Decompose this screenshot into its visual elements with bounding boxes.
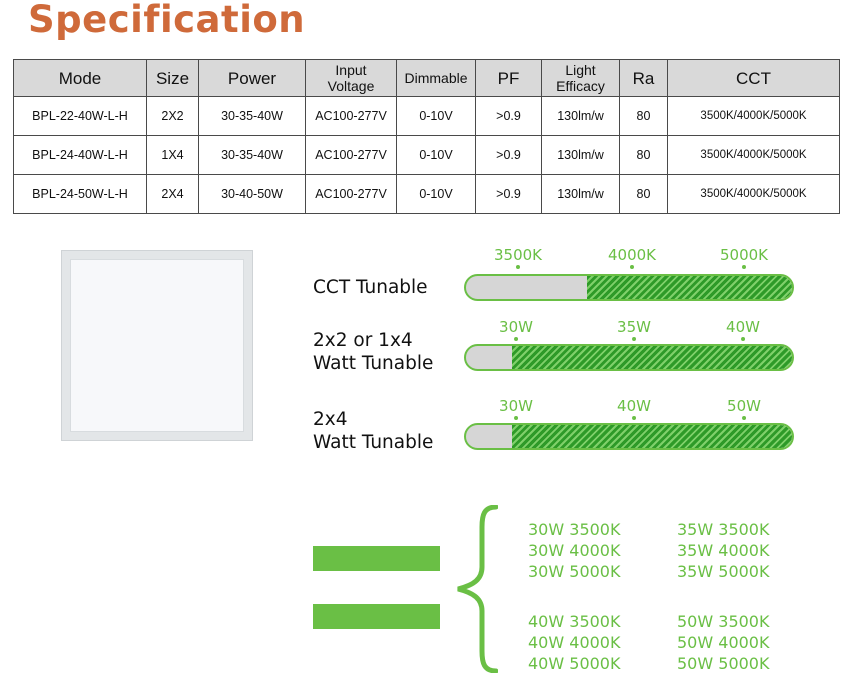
header-light-efficacy: Light Efficacy	[541, 59, 620, 97]
cell-mode: BPL-24-40W-L-H	[13, 135, 147, 175]
bar-fill	[586, 276, 792, 299]
header-dimmable: Dimmable	[396, 59, 476, 97]
combo-item: 35W 3500K	[677, 520, 770, 539]
header-pf: PF	[475, 59, 542, 97]
cell-dimmable: 0-10V	[396, 174, 476, 214]
cell-size: 1X4	[146, 135, 199, 175]
combo-list-50w: 50W 3500K 50W 4000K 50W 5000K	[677, 611, 769, 674]
label-cct-tunable: CCT Tunable	[313, 276, 428, 299]
combo-item: 35W 5000K	[677, 562, 770, 581]
bar-fill	[511, 346, 792, 369]
combo-list-40w: 40W 3500K 40W 4000K 40W 5000K	[528, 611, 620, 674]
label-line: Watt Tunable	[313, 353, 434, 374]
cell-pf: >0.9	[475, 135, 542, 175]
cell-input-voltage: AC100-277V	[305, 135, 397, 175]
cell-ra: 80	[619, 135, 668, 175]
cell-input-voltage: AC100-277V	[305, 96, 397, 136]
equals-bar-bottom	[313, 604, 440, 629]
cell-mode: BPL-22-40W-L-H	[13, 96, 147, 136]
cell-cct: 3500K/4000K/5000K	[667, 96, 840, 136]
cell-mode: BPL-24-50W-L-H	[13, 174, 147, 214]
tick: 30W	[499, 397, 533, 420]
table-row: BPL-24-40W-L-H 1X4 30-35-40W AC100-277V …	[13, 135, 840, 175]
cct-bar	[464, 274, 794, 301]
cell-pf: >0.9	[475, 96, 542, 136]
cell-dimmable: 0-10V	[396, 135, 476, 175]
tick: 40W	[617, 397, 651, 420]
bar-fill	[511, 425, 792, 448]
combo-item: 40W 3500K	[528, 612, 621, 631]
header-input-voltage: Input Voltage	[305, 59, 397, 97]
tick: 40W	[726, 318, 760, 341]
combo-item: 30W 4000K	[528, 541, 621, 560]
label-line: CCT Tunable	[313, 277, 428, 298]
header-power: Power	[198, 59, 306, 97]
combo-item: 50W 5000K	[677, 654, 770, 673]
led-panel-image	[61, 250, 253, 441]
combo-item: 35W 4000K	[677, 541, 770, 560]
cell-light-efficacy: 130lm/w	[541, 96, 620, 136]
cell-light-efficacy: 130lm/w	[541, 174, 620, 214]
watt-bar	[464, 423, 794, 450]
cell-ra: 80	[619, 96, 668, 136]
table-row: BPL-24-50W-L-H 2X4 30-40-50W AC100-277V …	[13, 174, 840, 214]
cell-power: 30-35-40W	[198, 135, 306, 175]
table-row: BPL-22-40W-L-H 2X2 30-35-40W AC100-277V …	[13, 96, 840, 136]
combo-item: 40W 5000K	[528, 654, 621, 673]
label-line: Watt Tunable	[313, 432, 434, 453]
watt-bar	[464, 344, 794, 371]
tick: 50W	[727, 397, 761, 420]
cell-light-efficacy: 130lm/w	[541, 135, 620, 175]
cell-pf: >0.9	[475, 174, 542, 214]
header-mode: Mode	[13, 59, 147, 97]
tick: 5000K	[720, 246, 768, 269]
combo-item: 40W 4000K	[528, 633, 621, 652]
combo-item: 30W 3500K	[528, 520, 621, 539]
label-2x2-1x4-watt-tunable: 2x2 or 1x4 Watt Tunable	[313, 329, 433, 375]
label-line: 2x4	[313, 409, 348, 430]
combo-list-30w: 30W 3500K 30W 4000K 30W 5000K	[528, 519, 620, 582]
tick: 4000K	[608, 246, 656, 269]
combo-item: 30W 5000K	[528, 562, 621, 581]
combo-item: 50W 4000K	[677, 633, 770, 652]
cell-dimmable: 0-10V	[396, 96, 476, 136]
table-header-row: Mode Size Power Input Voltage Dimmable P…	[13, 59, 840, 97]
curly-brace-icon	[457, 505, 498, 673]
cell-size: 2X2	[146, 96, 199, 136]
cell-cct: 3500K/4000K/5000K	[667, 135, 840, 175]
cell-size: 2X4	[146, 174, 199, 214]
label-2x4-watt-tunable: 2x4 Watt Tunable	[313, 408, 433, 454]
page-title: Specification	[28, 0, 306, 41]
header-ra: Ra	[619, 59, 668, 97]
tick: 30W	[499, 318, 533, 341]
cell-power: 30-35-40W	[198, 96, 306, 136]
combo-item: 50W 3500K	[677, 612, 770, 631]
equals-bar-top	[313, 546, 440, 571]
cell-cct: 3500K/4000K/5000K	[667, 174, 840, 214]
label-line: 2x2 or 1x4	[313, 330, 413, 351]
tick: 35W	[617, 318, 651, 341]
header-cct: CCT	[667, 59, 840, 97]
cell-ra: 80	[619, 174, 668, 214]
spec-table: Mode Size Power Input Voltage Dimmable P…	[13, 59, 840, 214]
cell-input-voltage: AC100-277V	[305, 174, 397, 214]
header-size: Size	[146, 59, 199, 97]
combo-list-35w: 35W 3500K 35W 4000K 35W 5000K	[677, 519, 769, 582]
cell-power: 30-40-50W	[198, 174, 306, 214]
tick: 3500K	[494, 246, 542, 269]
